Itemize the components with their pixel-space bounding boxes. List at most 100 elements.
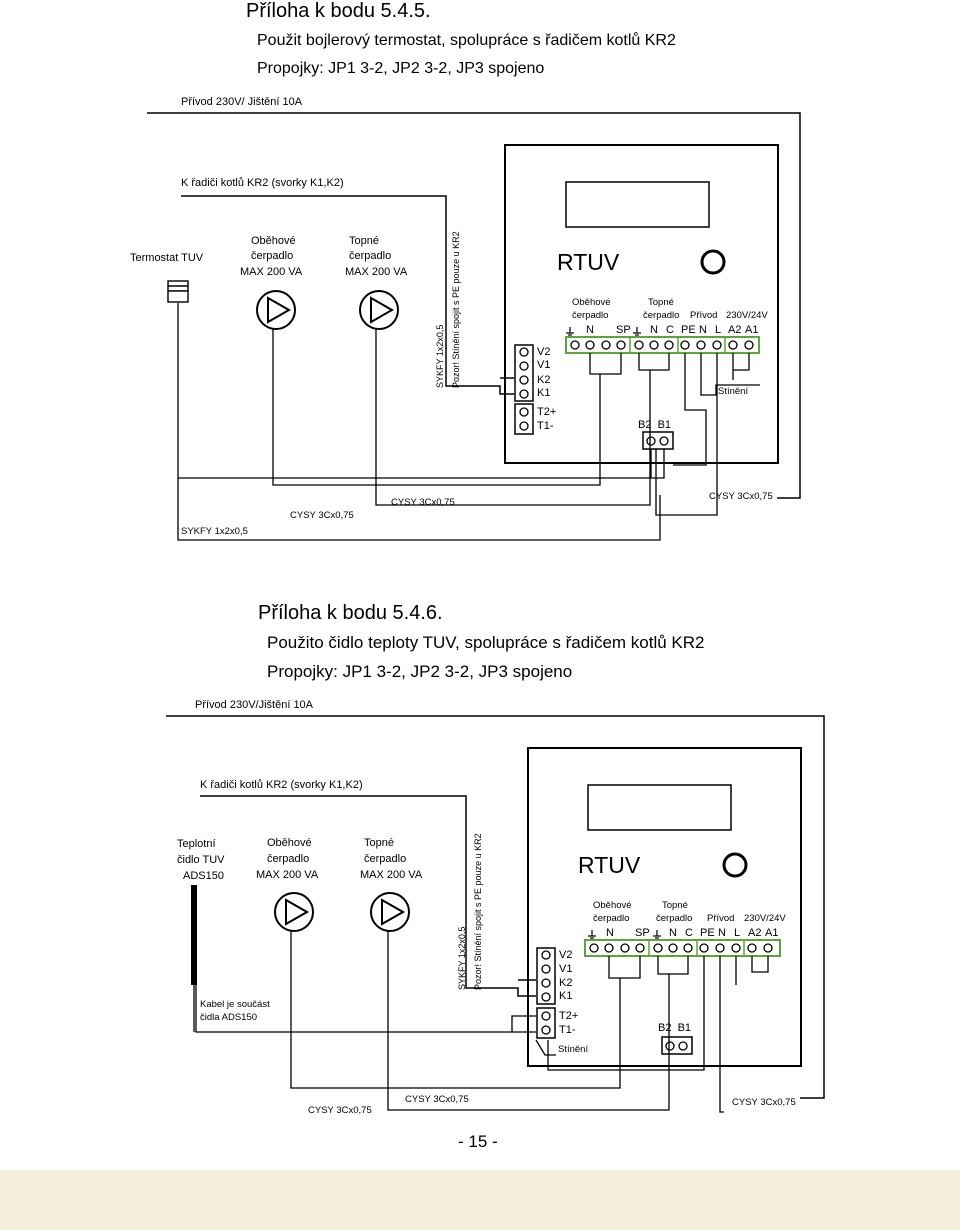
section-1-knob — [700, 249, 726, 275]
section-2-pump1-line3: MAX 200 VA — [256, 869, 319, 881]
section-2-head-volt: 230V/24V — [744, 913, 786, 924]
section-1-pump1-line3: MAX 200 VA — [240, 266, 303, 278]
section-1-side-V2: V2 — [537, 346, 551, 358]
section-1-pump2-icon — [359, 290, 399, 330]
section-1-cable-1: CYSY 3Cx0,75 — [290, 510, 354, 521]
section-1-term-A2: A2 — [728, 324, 742, 336]
section-1-head-cerpadlo1: čerpadlo — [572, 310, 609, 321]
section-2-pump2-line3: MAX 200 VA — [360, 869, 423, 881]
section-2-side-K1: K1 — [559, 990, 573, 1002]
section-2-wiring — [166, 715, 825, 1099]
section-2-term-L: L — [734, 927, 741, 939]
section-2-side-block-1 — [536, 947, 556, 1005]
section-2-sensor-label-3: ADS150 — [183, 870, 224, 882]
section-2-rtuv-box — [527, 747, 802, 1067]
section-1-pump2-line2: čerpadlo — [349, 250, 392, 262]
section-1-head-volt: 230V/24V — [726, 310, 768, 321]
section-2-side-V2: V2 — [559, 949, 573, 961]
section-1-pump1-line1: Oběhové — [251, 235, 296, 247]
section-1-side-T1: T1- — [537, 420, 554, 432]
section-1-term-PE: PE — [681, 324, 696, 336]
section-2-side-T2: T2+ — [559, 1010, 579, 1022]
section-1-side-block-1 — [514, 344, 534, 402]
section-1-b-terms: B2 B1 — [638, 419, 672, 431]
section-2-pump2-line2: čerpadlo — [364, 853, 407, 865]
section-2-cable-2: CYSY 3Cx0,75 — [405, 1094, 469, 1105]
section-2-head-topne: Topné — [662, 900, 688, 911]
section-2-cable-note: Kabel je součást čidla ADS150 — [200, 999, 270, 1023]
section-2-stineni: Stínění — [558, 1044, 589, 1055]
section-2-side-V1: V1 — [559, 963, 573, 975]
section-1-pump2-line3: MAX 200 VA — [345, 266, 408, 278]
section-2-side-T1: T1- — [559, 1024, 576, 1036]
section-1-controller-label: K řadiči kotlů KR2 (svorky K1,K2) — [181, 177, 344, 189]
page-number: - 15 - — [458, 1132, 498, 1151]
section-1-term-C: C — [666, 324, 674, 336]
section-2-term-A2: A2 — [748, 927, 762, 939]
section-2-b-terms: B2 B1 — [658, 1022, 692, 1034]
section-1-term-N1: N — [586, 324, 594, 336]
section-1-rtuv-box — [504, 144, 779, 464]
section-2-term-SP: SP — [635, 927, 650, 939]
section-1-cable-2: CYSY 3Cx0,75 — [391, 497, 455, 508]
section-1-wiring — [147, 112, 801, 499]
section-1-pump2-line1: Topné — [349, 235, 379, 247]
section-2-side-K2: K2 — [559, 977, 573, 989]
section-1-term-N2: N — [650, 324, 658, 336]
section-2-head-cerpadlo2: čerpadlo — [656, 913, 693, 924]
section-1-terminal-strip — [565, 336, 760, 354]
section-2-title: Příloha k bodu 5.4.6. — [258, 602, 443, 624]
section-2-sensor-label-2: čidlo TUV — [177, 854, 225, 866]
section-1-display — [565, 181, 710, 228]
section-2-pump1-line1: Oběhové — [267, 837, 312, 849]
section-2-knob — [722, 852, 748, 878]
section-2-display — [587, 784, 732, 831]
page-footer-band — [0, 1170, 960, 1230]
section-1-head-topne: Topné — [648, 297, 674, 308]
section-1-stineni: Stínění — [718, 386, 749, 397]
section-2-term-N3: N — [718, 927, 726, 939]
section-2-pump1-icon — [274, 892, 314, 932]
section-1-subtitle: Použit bojlerový termostat, spolupráce s… — [257, 32, 676, 49]
section-2-head-cerpadlo1: čerpadlo — [593, 913, 630, 924]
section-2-cable-3: CYSY 3Cx0,75 — [732, 1097, 796, 1108]
section-1-title: Příloha k bodu 5.4.5. — [246, 0, 431, 22]
section-1-term-L: L — [715, 324, 722, 336]
section-1-side-K2: K2 — [537, 374, 551, 386]
section-2-term-C: C — [685, 927, 693, 939]
section-1-pump1-icon — [256, 290, 296, 330]
section-1-side-V1: V1 — [537, 359, 551, 371]
section-2-jumpers: Propojky: JP1 3-2, JP2 3-2, JP3 spojeno — [267, 662, 573, 681]
section-1-head-privod: Přívod — [690, 310, 718, 321]
section-2-term-A1: A1 — [765, 927, 779, 939]
section-1-cable-3: CYSY 3Cx0,75 — [709, 491, 773, 502]
section-1-head-cerpadlo2: čerpadlo — [643, 310, 680, 321]
section-2-cable-1: CYSY 3Cx0,75 — [308, 1105, 372, 1116]
section-1-head-obehove: Oběhové — [572, 297, 611, 308]
section-2-term-PE: PE — [700, 927, 715, 939]
section-1-pump1-line2: čerpadlo — [251, 250, 294, 262]
section-1-side-T2: T2+ — [537, 406, 557, 418]
section-2-subtitle: Použito čidlo teploty TUV, spolupráce s … — [267, 633, 705, 652]
section-2-head-privod: Přívod — [707, 913, 735, 924]
section-1-device-name: RTUV — [557, 249, 620, 275]
section-1-supply-label: Přívod 230V/ Jištění 10A — [181, 96, 303, 108]
section-1-thermostat-icon — [167, 280, 189, 303]
section-2-pump2-icon — [370, 892, 410, 932]
section-2-supply-label: Přívod 230V/Jištění 10A — [195, 699, 314, 711]
section-2-device-name: RTUV — [578, 852, 641, 878]
section-1-term-N3: N — [699, 324, 707, 336]
section-2-pump2-line1: Topné — [364, 837, 394, 849]
section-2-terminal-strip — [584, 939, 781, 957]
section-1-term-A1: A1 — [745, 324, 759, 336]
section-2-pump1-line2: čerpadlo — [267, 853, 310, 865]
section-2-term-N1: N — [606, 927, 614, 939]
section-2-controller-label: K řadiči kotlů KR2 (svorky K1,K2) — [200, 779, 363, 791]
section-1-cable-4: SYKFY 1x2x0,5 — [181, 526, 248, 537]
section-1-term-SP: SP — [616, 324, 631, 336]
section-2-sensor-icon — [191, 885, 197, 985]
section-1-side-K1: K1 — [537, 387, 551, 399]
section-2-head-obehove: Oběhové — [593, 900, 632, 911]
section-1-jumpers: Propojky: JP1 3-2, JP2 3-2, JP3 spojeno — [257, 60, 545, 77]
